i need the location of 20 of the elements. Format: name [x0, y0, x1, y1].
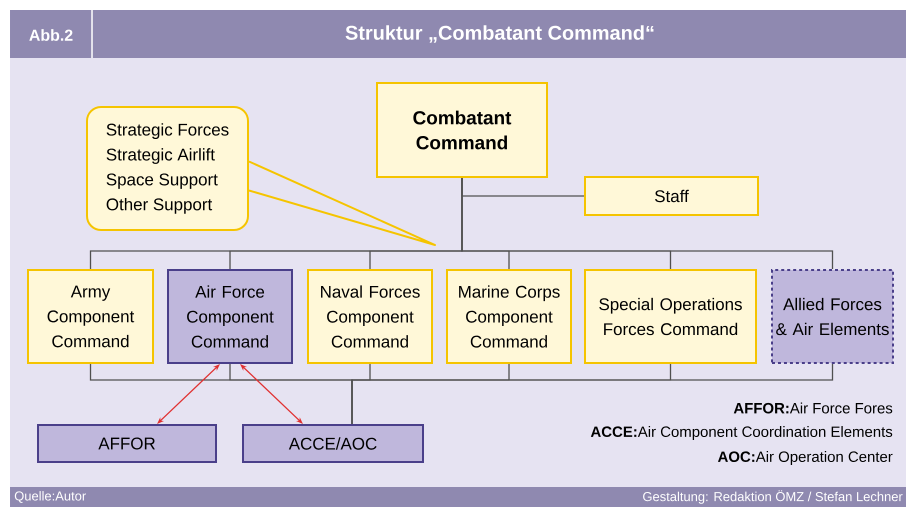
figure-number: Abb.2 — [29, 29, 72, 41]
abbreviation-note: ACCE:Air Component Coordination Elements — [590, 426, 892, 440]
command-box: Air Force Component Command — [167, 269, 293, 364]
credit-note: Gestaltung: Redaktion ÖMZ / Stefan Lechner — [643, 490, 903, 504]
command-box: ACCE/AOC — [242, 424, 424, 463]
command-box: Army Component Command — [27, 269, 154, 364]
command-box: Naval Forces Component Command — [307, 269, 433, 364]
title: Struktur „Combatant Command“ — [346, 25, 654, 43]
connector — [351, 364, 834, 424]
command-box: Allied Forces & Air Elements — [771, 269, 894, 364]
command-box: Staff — [584, 176, 759, 216]
command-box: AFFOR — [37, 424, 217, 463]
callout-bubble: Strategic Forces Strategic Airlift Space Support Other Support — [86, 106, 249, 231]
abbreviation-note: AFFOR:Air Force Fores — [734, 402, 892, 414]
abbreviation-note: AOC:Air Operation Center — [718, 451, 893, 465]
command-box: Marine Corps Component Command — [446, 269, 572, 364]
source-note: Quelle:Autor — [14, 491, 86, 503]
command-box: Combatant Command — [376, 82, 548, 178]
connector — [461, 178, 834, 269]
command-box: Special Operations Forces Command — [584, 269, 757, 364]
